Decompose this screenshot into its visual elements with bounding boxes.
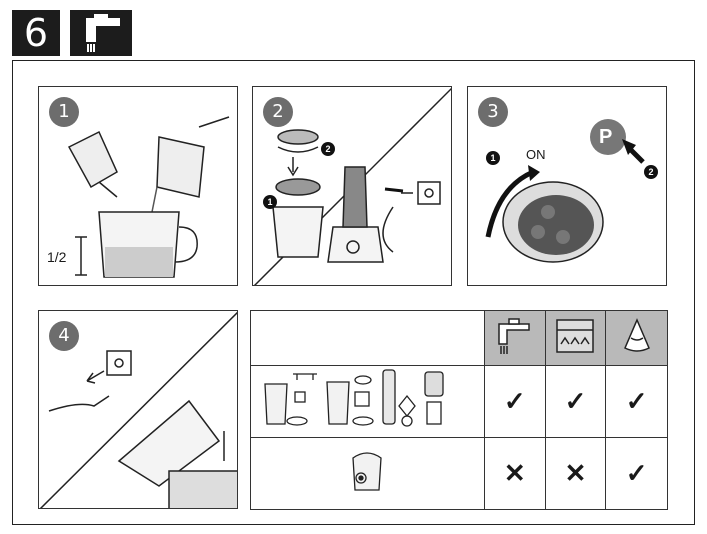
dishwasher-icon [545, 311, 606, 366]
cleaning-method-table: ✓ ✓ ✓ ✕ ✕ ✓ [250, 310, 668, 510]
table-cell: ✓ [606, 438, 668, 510]
step-4-panel: 4 [38, 310, 238, 509]
control-dial-illustration [468, 87, 667, 286]
table-row: ✕ ✕ ✓ [251, 438, 668, 510]
table-cell: ✓ [484, 366, 545, 438]
step-1-panel: 1 1/2 [38, 86, 238, 286]
step-number: 6 [12, 10, 60, 56]
step-3-panel: 3 ON P 1 2 [467, 86, 667, 286]
table-row: ✓ ✓ ✓ [251, 366, 668, 438]
table-cell: ✕ [484, 438, 545, 510]
disassemble-illustration [253, 87, 452, 286]
jar-and-accessories-image [251, 366, 485, 438]
unplug-and-rinse-illustration [39, 311, 238, 509]
table-cell: ✓ [545, 366, 606, 438]
step-3-substep-2: 2 [644, 165, 658, 179]
table-cell: ✕ [545, 438, 606, 510]
wipe-with-cloth-icon [606, 311, 668, 366]
tap-header-icon [70, 10, 132, 56]
rinse-under-tap-icon [484, 311, 545, 366]
step-2-substep-1: 1 [263, 195, 277, 209]
pulse-button-label: P [599, 126, 612, 149]
table-header-blank [251, 311, 485, 366]
table-cell: ✓ [606, 366, 668, 438]
pour-liquid-illustration [39, 87, 238, 286]
half-fill-label: 1/2 [47, 249, 66, 265]
step-2-panel: 2 2 1 [252, 86, 452, 286]
step-2-substep-2: 2 [321, 142, 335, 156]
step-3-substep-1: 1 [486, 151, 500, 165]
motor-unit-image [251, 438, 485, 510]
